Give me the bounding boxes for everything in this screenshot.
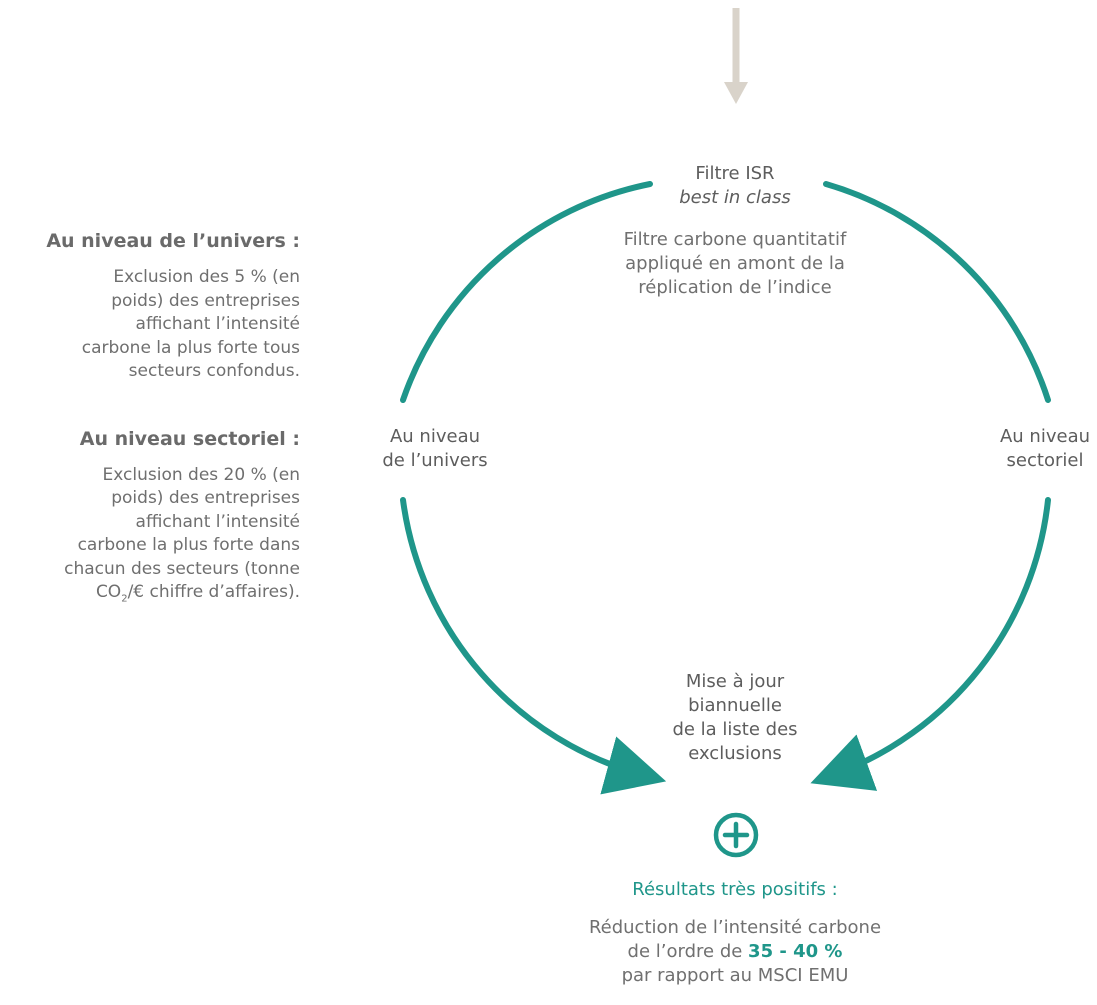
arc-top-left xyxy=(400,181,653,403)
top-node: Filtre ISR best in class xyxy=(570,162,900,210)
right-node-line: sectoriel xyxy=(1006,450,1084,471)
bottom-node-line: de la liste des xyxy=(672,719,798,740)
top-desc-line: appliqué en amont de la xyxy=(625,253,845,274)
left-node-line: de l’univers xyxy=(382,450,488,471)
right-node: Au niveau sectoriel xyxy=(975,425,1097,473)
arc-bottom-right xyxy=(810,497,1051,791)
sectoriel-line: carbone la plus forte dans xyxy=(77,535,300,555)
univers-description: Exclusion des 5 % (en poids) des entrepr… xyxy=(0,266,300,384)
univers-line: Exclusion des 5 % (en xyxy=(113,267,300,287)
top-description: Filtre carbone quantitatif appliqué en a… xyxy=(570,228,900,300)
sectoriel-line: poids) des entreprises xyxy=(111,488,300,508)
co2-subscript: 2 xyxy=(121,593,128,605)
sectoriel-line: Exclusion des 20 % (en xyxy=(102,464,300,485)
sectoriel-description: Exclusion des 20 % (en poids) des entrep… xyxy=(0,464,300,611)
results-line-value: de l’ordre de 35 - 40 % xyxy=(540,940,930,964)
top-title: Filtre ISR xyxy=(695,163,775,184)
univers-line: affichant l’intensité xyxy=(135,314,300,334)
right-node-line: Au niveau xyxy=(999,426,1091,447)
top-desc-line: réplication de l’indice xyxy=(638,277,832,298)
bottom-node: Mise à jour biannuelle de la liste des e… xyxy=(600,670,870,766)
univers-heading: Au niveau de l’univers : xyxy=(46,230,300,252)
results-value: 35 - 40 % xyxy=(748,941,843,962)
top-subtitle: best in class xyxy=(679,187,791,208)
left-column: Au niveau de l’univers : Exclusion des 5… xyxy=(0,230,300,655)
co2-prefix: CO xyxy=(95,582,122,602)
sectoriel-heading: Au niveau sectoriel : xyxy=(79,427,300,450)
top-desc-line: Filtre carbone quantitatif xyxy=(623,229,847,250)
arc-top-right xyxy=(823,181,1051,403)
sectoriel-line-last: CO2/€ chiffre d’affaires). xyxy=(0,581,300,611)
results-line: Réduction de l’intensité carbone xyxy=(588,917,882,938)
results-description: Réduction de l’intensité carbone de l’or… xyxy=(540,916,930,988)
bottom-node-line: biannuelle xyxy=(688,695,782,716)
left-node-line: Au niveau xyxy=(389,426,481,447)
sectoriel-line: affichant l’intensité xyxy=(135,511,300,532)
bottom-node-line: exclusions xyxy=(688,743,782,764)
results-title: Résultats très positifs : xyxy=(632,879,838,900)
bottom-node-line: Mise à jour xyxy=(685,671,785,692)
results-prefix: de l’ordre de xyxy=(627,941,749,962)
co2-suffix: /€ chiffre d’affaires). xyxy=(127,582,300,602)
results-line: par rapport au MSCI EMU xyxy=(621,965,849,986)
arrow-down-icon xyxy=(724,8,748,104)
plus-circle-icon xyxy=(713,812,759,858)
univers-line: poids) des entreprises xyxy=(111,290,300,311)
arc-bottom-left xyxy=(400,497,667,795)
sectoriel-line: chacun des secteurs (tonne xyxy=(64,558,300,579)
univers-line: carbone la plus forte tous xyxy=(81,337,300,358)
univers-line: secteurs confondus. xyxy=(128,361,300,381)
left-node: Au niveau de l’univers xyxy=(355,425,515,473)
